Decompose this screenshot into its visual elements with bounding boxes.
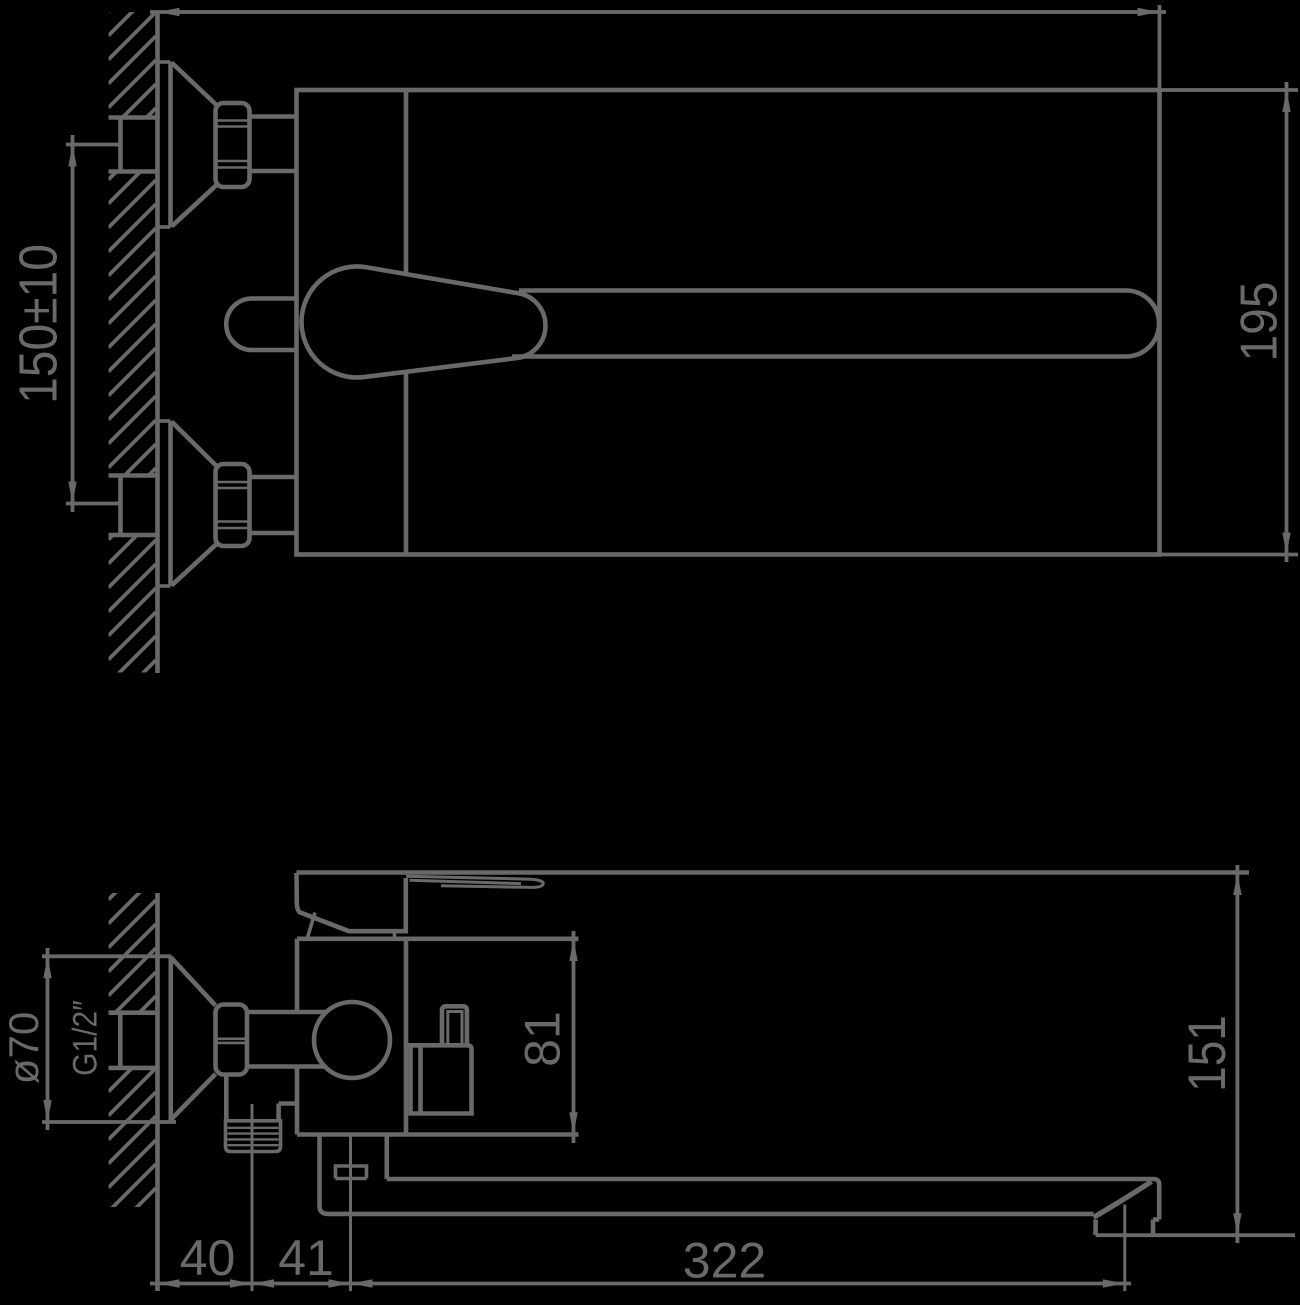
- svg-text:195: 195: [1230, 281, 1288, 361]
- svg-text:G1/2″: G1/2″: [66, 1000, 104, 1076]
- svg-text:ø70: ø70: [0, 1012, 47, 1084]
- svg-text:151: 151: [1177, 1015, 1237, 1092]
- svg-text:41: 41: [278, 1230, 334, 1286]
- svg-text:322: 322: [683, 1233, 766, 1289]
- svg-text:40: 40: [180, 1230, 236, 1286]
- svg-text:81: 81: [515, 1011, 571, 1067]
- svg-text:150±10: 150±10: [8, 244, 68, 404]
